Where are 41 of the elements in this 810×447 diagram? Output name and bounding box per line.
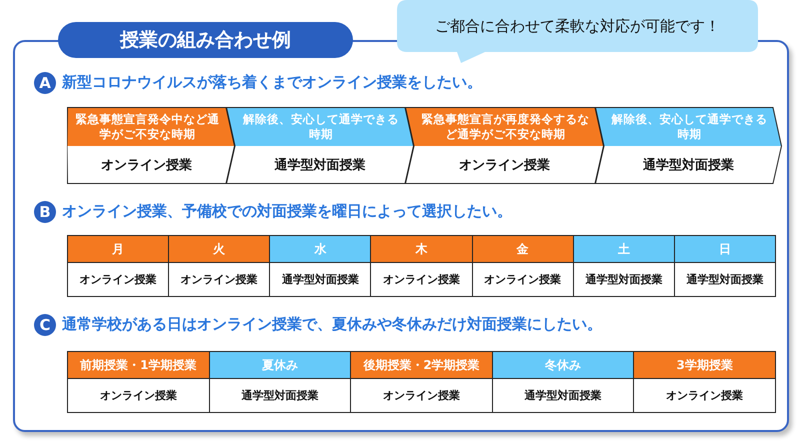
- chevron-box: [67, 107, 235, 184]
- table-cell: オンライン授業: [634, 379, 776, 413]
- table-header-cell: 後期授業・2学期授業: [351, 352, 493, 379]
- table-header-cell: 夏休み: [210, 352, 352, 379]
- table-header-cell: 月: [68, 236, 170, 263]
- speech-bubble: ご都合に合わせて柔軟な対応が可能です！: [397, 0, 758, 64]
- chevron-box: [595, 107, 782, 184]
- section-heading: 新型コロナウイルスが落ち着くまでオンライン授業をしたい。: [62, 73, 482, 92]
- table-header-cell: 土: [574, 236, 675, 263]
- table-header-cell: 冬休み: [492, 352, 634, 379]
- period-label: 緊急事態宣言が再度発令するなど通学がご不安な時期: [420, 111, 590, 143]
- table-cell: オンライン授業: [371, 263, 473, 297]
- table-cell: オンライン授業: [68, 379, 210, 413]
- table-cell: 通学型対面授業: [270, 263, 372, 297]
- lesson-type-label: オンライン授業: [100, 157, 193, 175]
- lesson-type-label: オンライン授業: [458, 157, 551, 175]
- table-cell: オンライン授業: [68, 263, 170, 297]
- table-header-cell: 木: [371, 236, 473, 263]
- lesson-type-label: 通学型対面授業: [274, 156, 366, 175]
- section-heading: オンライン授業、予備校での対面授業を曜日によって選択したい。: [62, 202, 512, 221]
- table-cell: 通学型対面授業: [492, 379, 634, 413]
- chevron-box: [226, 107, 414, 184]
- lesson-type-label: 通学型対面授業: [642, 156, 735, 175]
- table-cell: オンライン授業: [351, 379, 493, 413]
- period-label: 緊急事態宣言発令中など通学がご不安な時期: [74, 111, 220, 143]
- table-header-cell: 前期授業・1学期授業: [68, 352, 210, 379]
- table-header-cell: 日: [674, 236, 776, 263]
- period-label: 解除後、安心して通学できる時期: [610, 111, 768, 143]
- table-header-cell: 水: [270, 236, 372, 263]
- table-cell: 通学型対面授業: [210, 379, 352, 413]
- table-header-cell: 3学期授業: [634, 352, 776, 379]
- table-cell: オンライン授業: [169, 263, 270, 297]
- table-header-cell: 火: [169, 236, 270, 263]
- title-pill: 授業の組み合わせ例: [58, 22, 353, 58]
- table-cell: 通学型対面授業: [574, 263, 675, 297]
- section-heading: 通常学校がある日はオンライン授業で、夏休みや冬休みだけ対面授業にしたい。: [62, 315, 602, 334]
- table-cell: 通学型対面授業: [674, 263, 776, 297]
- table-cell: オンライン授業: [472, 263, 574, 297]
- chevron-box: [405, 107, 604, 184]
- period-label: 解除後、安心して通学できる時期: [242, 111, 400, 143]
- table-header-cell: 金: [472, 236, 574, 263]
